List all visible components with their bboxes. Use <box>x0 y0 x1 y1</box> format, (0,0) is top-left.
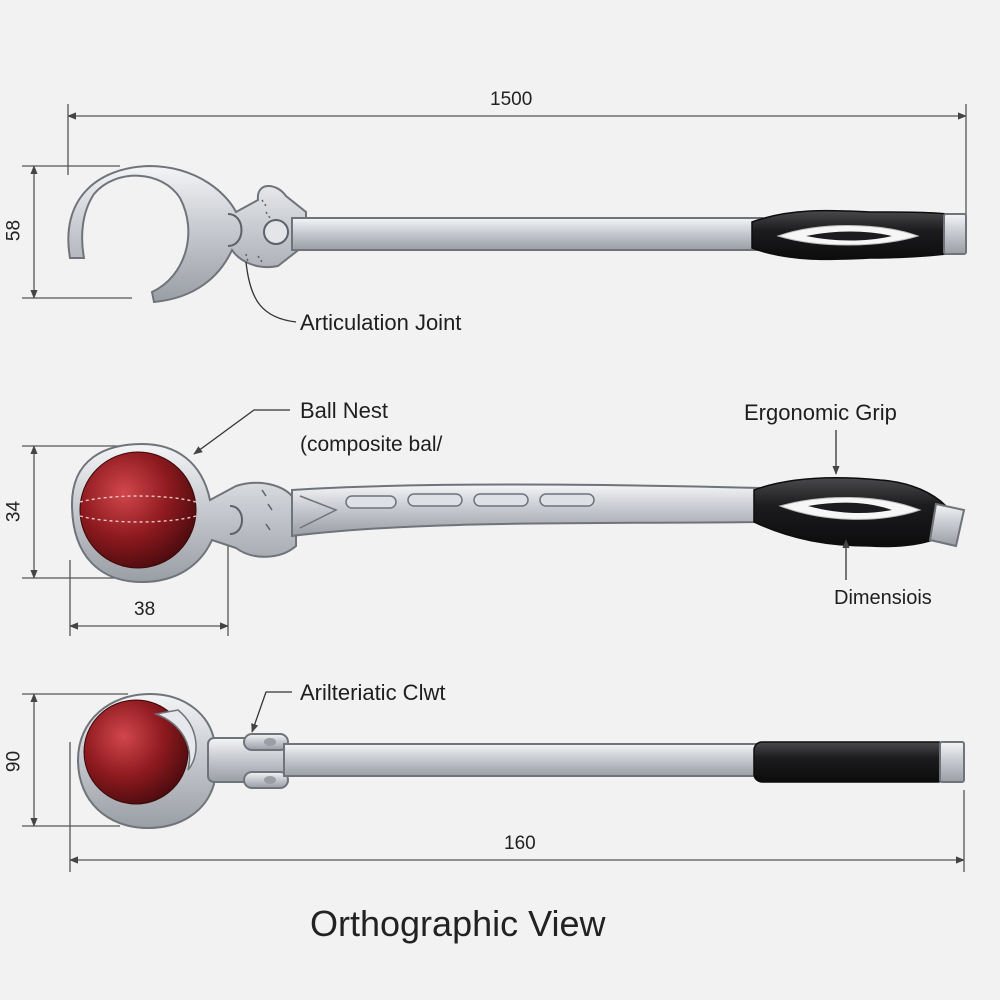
end-cap <box>943 213 967 255</box>
dim-label-bottom-length: 160 <box>504 833 536 854</box>
callout-ball-nest: Ball Nest <box>300 398 389 423</box>
callout-articulation-clevis: Arilteriatic Clwt <box>300 680 446 705</box>
joint-slot <box>227 213 243 247</box>
dim-line-top-height <box>22 165 132 299</box>
cricket-ball <box>79 451 197 569</box>
dim-line-middle-height <box>22 445 124 579</box>
dim-label-middle-height: 34 <box>3 500 25 523</box>
shaft <box>291 217 763 251</box>
dim-label-bottom-height: 90 <box>3 750 25 773</box>
callout-articulation-joint: Articulation Joint <box>300 310 462 335</box>
dim-line-bottom-length <box>69 742 965 872</box>
end-cap-bottom <box>939 741 965 783</box>
callout-ball-nest-material: (composite bal/ <box>300 433 443 456</box>
shaft-slots <box>345 493 595 509</box>
callout-ergonomic-grip: Ergonomic Grip <box>744 400 897 425</box>
leader-articulation <box>245 261 297 323</box>
cricket-ball-bottom <box>83 699 189 805</box>
shaft-bottom <box>283 743 759 777</box>
page-title: Orthographic View <box>310 903 606 944</box>
leaders-middle <box>193 409 850 580</box>
dim-label-top-height: 58 <box>3 219 25 242</box>
articulation-joint-pin <box>263 219 289 245</box>
dim-line-top-length <box>67 104 967 218</box>
callout-dimensions: Dimensiois <box>834 587 932 609</box>
end-cap-middle <box>928 502 966 548</box>
top-view <box>22 104 967 323</box>
curved-shaft <box>291 483 761 538</box>
middle-view <box>22 409 966 636</box>
hook-claw <box>67 164 307 304</box>
dim-label-top-length: 1500 <box>490 89 533 110</box>
bottom-view <box>22 691 965 872</box>
dim-label-middle-width: 38 <box>134 599 156 620</box>
grip-bottom <box>753 741 947 783</box>
leader-clevis <box>251 691 292 733</box>
dim-line-bottom-height <box>22 693 128 827</box>
